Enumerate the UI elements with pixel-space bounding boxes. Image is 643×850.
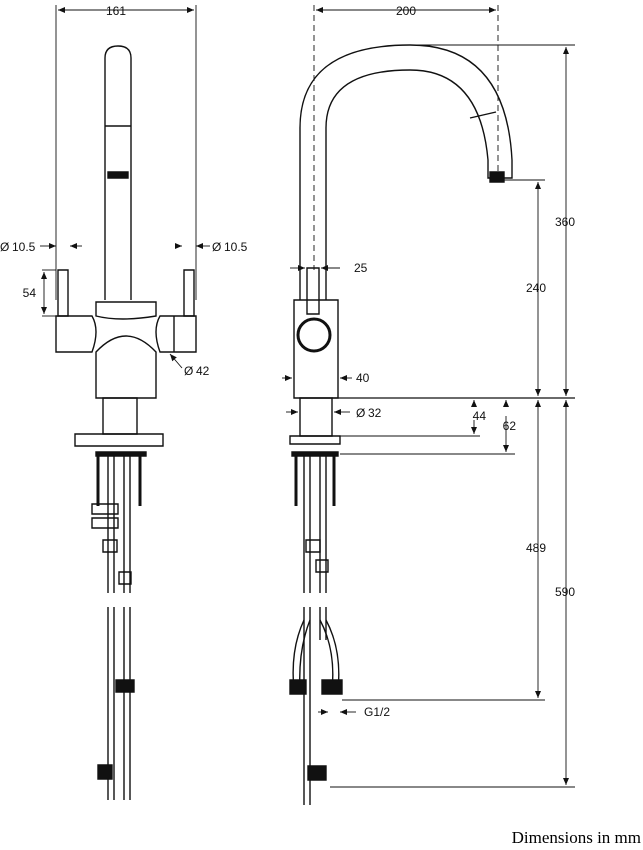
front-width-label: 161: [106, 4, 126, 18]
side-spout: [300, 45, 512, 300]
front-body-dia-label: 42: [196, 364, 210, 378]
front-body: [56, 316, 96, 352]
units-caption: Dimensions in mm: [511, 828, 641, 847]
side-base: [300, 398, 332, 436]
side-hose-length-label: 489: [526, 541, 546, 555]
side-spout-height-label: 360: [555, 215, 575, 229]
side-view: [290, 45, 512, 805]
front-dimensions: [40, 5, 210, 368]
front-deck-plate: [75, 434, 163, 446]
side-reach-label: 200: [396, 4, 416, 18]
side-connection-thread-label: G1/2: [364, 705, 390, 719]
side-dimensions: [282, 5, 575, 787]
side-base-height-label: 44: [473, 409, 487, 423]
side-outlet-clearance-label: 240: [526, 281, 546, 295]
front-lever-right: [184, 270, 194, 316]
side-body-width-label: 40: [356, 371, 370, 385]
side-lever: [307, 268, 319, 314]
side-deck-plate: [290, 436, 340, 444]
front-lever-left: [58, 270, 68, 316]
side-base-dia-label: 32: [368, 406, 382, 420]
front-lever-dia-left-label: 10.5: [12, 240, 36, 254]
side-lever-width-label: 25: [354, 261, 368, 275]
front-spout: [105, 46, 131, 300]
side-body: [294, 300, 338, 398]
front-base: [103, 398, 137, 434]
side-total-below-deck-label: 590: [555, 585, 575, 599]
side-mount-height-label: 62: [503, 419, 517, 433]
diameter-symbol: Ø: [212, 240, 221, 254]
diameter-symbol: Ø: [0, 240, 9, 254]
front-view: [56, 46, 196, 800]
front-lever-height-label: 54: [23, 286, 37, 300]
diameter-symbol: Ø: [184, 364, 193, 378]
front-lever-dia-right-label: 10.5: [224, 240, 248, 254]
diameter-symbol: Ø: [356, 406, 365, 420]
